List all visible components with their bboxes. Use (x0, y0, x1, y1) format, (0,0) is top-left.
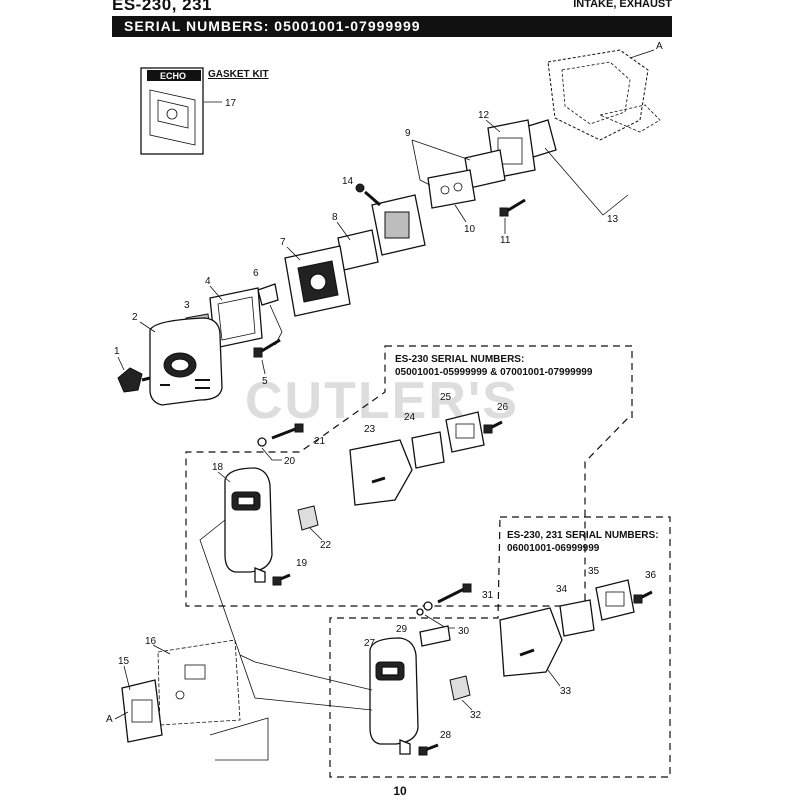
callout-13: 13 (607, 214, 619, 225)
gasket-24 (411, 431, 445, 469)
callout-27: 27 (364, 638, 376, 649)
callout-34: 34 (556, 584, 568, 595)
spark-arrestor-32 (449, 675, 471, 701)
callout-35: 35 (588, 566, 600, 577)
plate-35 (595, 579, 635, 621)
serial-number-bar: SERIAL NUMBERS: 05001001-07999999 (112, 16, 672, 37)
group-1-title-line1: ES-230 SERIAL NUMBERS: (395, 354, 524, 365)
callout-32: 32 (470, 710, 482, 721)
callout-9: 9 (405, 128, 411, 139)
callout-6: 6 (253, 268, 259, 279)
screw-5 (253, 338, 281, 358)
callout-7: 7 (280, 237, 286, 248)
section-title: INTAKE, EXHAUST (573, 0, 672, 10)
group-2-title-line1: ES-230, 231 SERIAL NUMBERS: (507, 530, 659, 541)
callout-A-bottom: A (106, 714, 113, 725)
cylinder-assembly (547, 49, 661, 141)
group-1-title-line2: 05001001-05999999 & 07001001-07999999 (395, 367, 593, 378)
callout-26: 26 (497, 402, 509, 413)
crankcase-outline (209, 717, 269, 761)
callout-21: 21 (314, 436, 326, 447)
callout-12: 12 (478, 110, 490, 121)
callout-8: 8 (332, 212, 338, 223)
muffler-18 (224, 467, 273, 583)
callout-25: 25 (440, 392, 452, 403)
callout-5: 5 (262, 376, 268, 387)
page-number: 10 (393, 784, 407, 798)
model-title: ES-230, 231 (112, 0, 213, 14)
washer-30 (423, 601, 433, 611)
callout-29: 29 (396, 624, 408, 635)
callout-36: 36 (645, 570, 657, 581)
callout-A-top: A (656, 41, 663, 52)
bolt-21 (271, 423, 304, 440)
callout-28: 28 (440, 730, 452, 741)
bolt-28 (418, 743, 439, 756)
callout-20: 20 (284, 456, 296, 467)
spark-arrestor-22 (297, 505, 319, 531)
callout-30: 30 (458, 626, 470, 637)
exhaust-cover-33 (499, 607, 563, 677)
callout-16: 16 (145, 636, 157, 647)
air-cleaner-cover-2 (149, 317, 223, 406)
knob-1 (117, 367, 151, 393)
heat-shield-16 (157, 639, 241, 726)
spacer-10 (427, 169, 476, 209)
callout-33: 33 (560, 686, 572, 697)
air-cleaner-base-7 (284, 245, 351, 317)
plate-25 (445, 411, 485, 453)
plate-29 (419, 625, 451, 647)
bolt-31 (437, 583, 472, 604)
callout-15: 15 (118, 656, 130, 667)
muffler-27 (369, 637, 419, 755)
callout-24: 24 (404, 412, 416, 423)
callout-18: 18 (212, 462, 224, 473)
callout-11: 11 (500, 235, 511, 246)
bolt-36 (633, 590, 653, 604)
bolt-19 (272, 573, 291, 586)
group-2-title-line2: 06001001-06999999 (507, 543, 600, 554)
bolt-26 (483, 420, 503, 434)
callout-19: 19 (296, 558, 308, 569)
callout-17: 17 (225, 98, 237, 109)
gasket-kit-box: ECHO (140, 67, 204, 155)
callout-1: 1 (114, 346, 120, 357)
callout-3: 3 (184, 300, 190, 311)
gasket-kit-label: GASKET KIT (208, 69, 269, 80)
callout-4: 4 (205, 276, 211, 287)
callout-14: 14 (342, 176, 354, 187)
gasket-34 (559, 599, 595, 637)
exhaust-cover-23 (349, 439, 413, 506)
washer-20 (257, 437, 267, 447)
carburetor-14 (355, 183, 426, 256)
callout-22: 22 (320, 540, 332, 551)
callout-10: 10 (464, 224, 476, 235)
gasket-15 (121, 679, 163, 743)
gasket-8 (337, 229, 379, 271)
choke-lever-6 (257, 283, 279, 306)
serial-group-2-frame (329, 516, 671, 778)
echo-logo: ECHO (160, 71, 186, 81)
callout-23: 23 (364, 424, 376, 435)
bolt-11 (499, 198, 526, 217)
callout-2: 2 (132, 312, 138, 323)
callout-31: 31 (482, 590, 494, 601)
